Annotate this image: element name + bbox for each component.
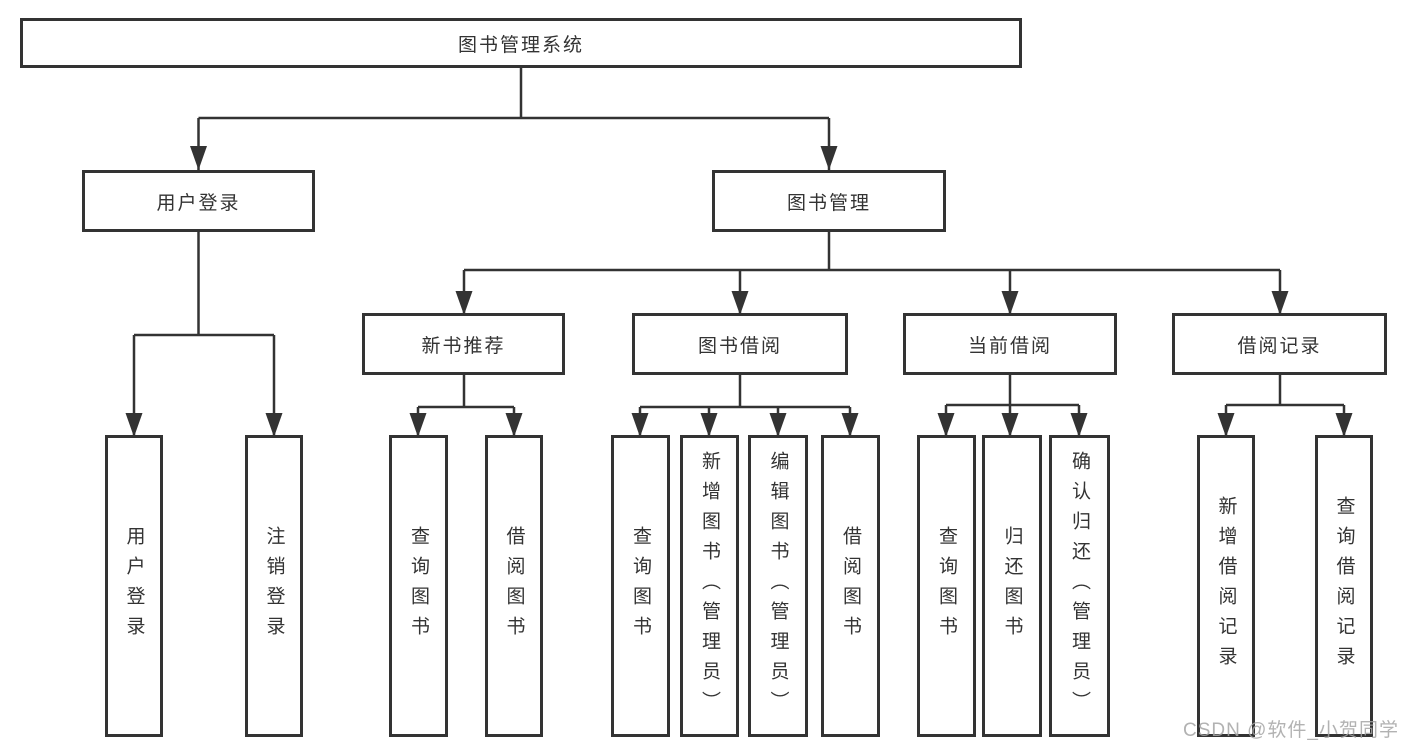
leaf-query-books-current: 查询图书 (917, 435, 976, 737)
node-label: 借阅记录 (1237, 335, 1322, 357)
leaf-label: 编辑图书（管理员） (767, 451, 789, 721)
leaf-label: 新增借阅记录 (1215, 496, 1237, 676)
node-label: 图书借阅 (697, 335, 782, 357)
node-label: 当前借阅 (967, 335, 1052, 357)
leaf-logout: 注销登录 (245, 435, 303, 737)
leaf-label: 借阅图书 (503, 526, 525, 646)
node-label: 图书管理 (786, 192, 871, 214)
node-book-management: 图书管理 (712, 170, 946, 232)
node-current-borrowing: 当前借阅 (903, 313, 1117, 375)
leaf-borrow-books-recommend: 借阅图书 (485, 435, 543, 737)
leaf-user-login: 用户登录 (105, 435, 163, 737)
leaf-label: 确认归还（管理员） (1069, 451, 1090, 721)
leaf-label: 借阅图书 (840, 526, 861, 646)
leaf-query-books-borrowing: 查询图书 (611, 435, 670, 737)
leaf-add-books-admin: 新增图书（管理员） (680, 435, 739, 737)
leaf-label: 查询图书 (408, 526, 429, 646)
leaf-confirm-return-admin: 确认归还（管理员） (1049, 435, 1110, 737)
leaf-label: 查询借阅记录 (1333, 496, 1355, 676)
leaf-query-borrow-record: 查询借阅记录 (1315, 435, 1373, 737)
leaf-label: 新增图书（管理员） (699, 451, 720, 721)
node-new-book-recommend: 新书推荐 (362, 313, 565, 375)
node-label: 图书管理系统 (457, 34, 584, 56)
leaf-label: 归还图书 (1001, 526, 1023, 646)
node-book-borrowing: 图书借阅 (632, 313, 848, 375)
leaf-label: 查询图书 (936, 526, 957, 646)
leaf-borrow-books: 借阅图书 (821, 435, 880, 737)
node-borrow-records: 借阅记录 (1172, 313, 1387, 375)
csdn-watermark: CSDN @软件_小贺同学 (1183, 720, 1399, 741)
leaf-query-books-recommend: 查询图书 (389, 435, 448, 737)
node-user-login: 用户登录 (82, 170, 315, 232)
leaf-label: 注销登录 (263, 526, 285, 646)
leaf-label: 查询图书 (630, 526, 651, 646)
node-label: 用户登录 (156, 192, 241, 214)
node-label: 新书推荐 (421, 335, 506, 357)
leaf-label: 用户登录 (123, 526, 145, 646)
node-root-book-management-system: 图书管理系统 (20, 18, 1022, 68)
leaf-edit-books-admin: 编辑图书（管理员） (748, 435, 808, 737)
leaf-add-borrow-record: 新增借阅记录 (1197, 435, 1255, 737)
leaf-return-books: 归还图书 (982, 435, 1042, 737)
